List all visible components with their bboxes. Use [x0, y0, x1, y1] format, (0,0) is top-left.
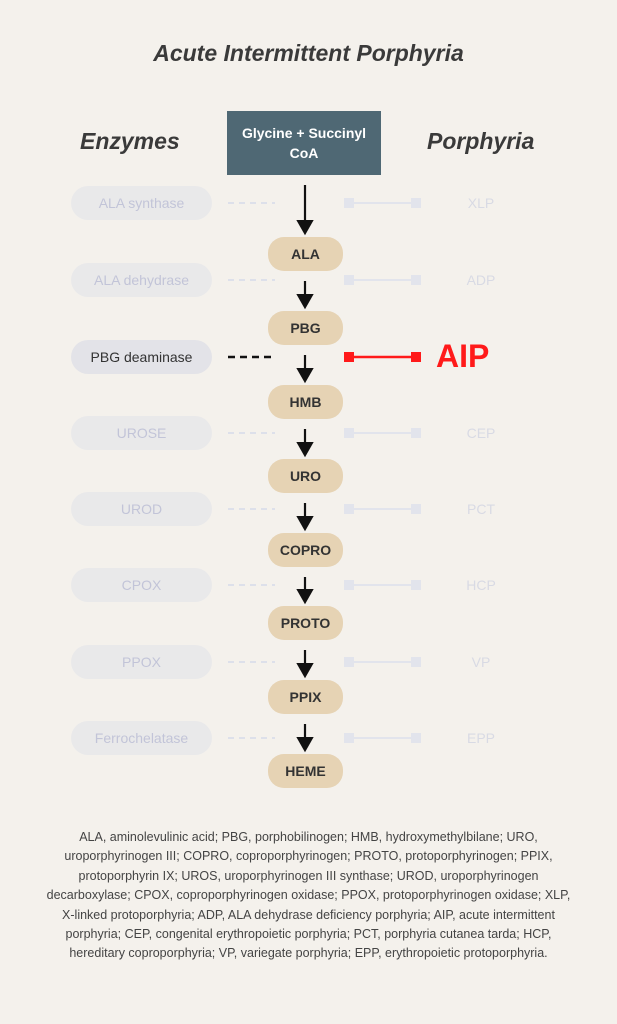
deficiency-bar-start-cap: [344, 580, 354, 590]
deficiency-bar-start-cap: [344, 198, 354, 208]
deficiency-bar-end-cap: [411, 657, 421, 667]
start-substrate-box: Glycine + Succinyl CoA: [227, 111, 381, 175]
enzyme-pill: UROD: [71, 492, 212, 526]
enzyme-pill: CPOX: [71, 568, 212, 602]
enzymes-header: Enzymes: [80, 128, 180, 154]
pathway-node: URO: [268, 459, 343, 493]
porphyria-label: AIP: [436, 338, 490, 374]
porphyria-label: ADP: [466, 272, 496, 288]
deficiency-bar-start-cap: [344, 275, 354, 285]
porphyria-label: CEP: [466, 425, 496, 441]
deficiency-bar-end-cap: [411, 428, 421, 438]
enzyme-pill: ALA dehydrase: [71, 263, 212, 297]
deficiency-bar-start-cap: [344, 657, 354, 667]
porphyria-label: PCT: [467, 501, 495, 517]
pathway-node: HEME: [268, 754, 343, 788]
deficiency-bar-end-cap: [411, 580, 421, 590]
pathway-node: COPRO: [268, 533, 343, 567]
deficiency-bar-end-cap: [411, 198, 421, 208]
abbreviations-footnote: ALA, aminolevulinic acid; PBG, porphobil…: [46, 830, 571, 961]
pathway-node: PPIX: [268, 680, 343, 714]
enzyme-pill: UROSE: [71, 416, 212, 450]
deficiency-bar-start-cap: [344, 428, 354, 438]
pathway-node: HMB: [268, 385, 343, 419]
diagram-title: Acute Intermittent Porphyria: [153, 40, 464, 66]
pathway-node: PBG: [268, 311, 343, 345]
deficiency-bar-start-cap: [344, 504, 354, 514]
porphyria-label: EPP: [466, 730, 495, 746]
deficiency-bar-end-cap: [411, 504, 421, 514]
deficiency-bar-end-cap: [411, 275, 421, 285]
enzyme-pill: Ferrochelatase: [71, 721, 212, 755]
porphyria-label: XLP: [467, 195, 495, 211]
enzyme-pill: PBG deaminase: [71, 340, 212, 374]
porphyria-label: VP: [471, 654, 491, 670]
enzyme-pill: ALA synthase: [71, 186, 212, 220]
deficiency-bar-end-cap: [411, 352, 421, 362]
pathway-node: PROTO: [268, 606, 343, 640]
porphyria-header: Porphyria: [427, 128, 535, 154]
deficiency-bar-start-cap: [344, 733, 354, 743]
porphyria-label: HCP: [466, 577, 496, 593]
deficiency-bar-end-cap: [411, 733, 421, 743]
enzyme-pill: PPOX: [71, 645, 212, 679]
deficiency-bar-start-cap: [344, 352, 354, 362]
pathway-node: ALA: [268, 237, 343, 271]
